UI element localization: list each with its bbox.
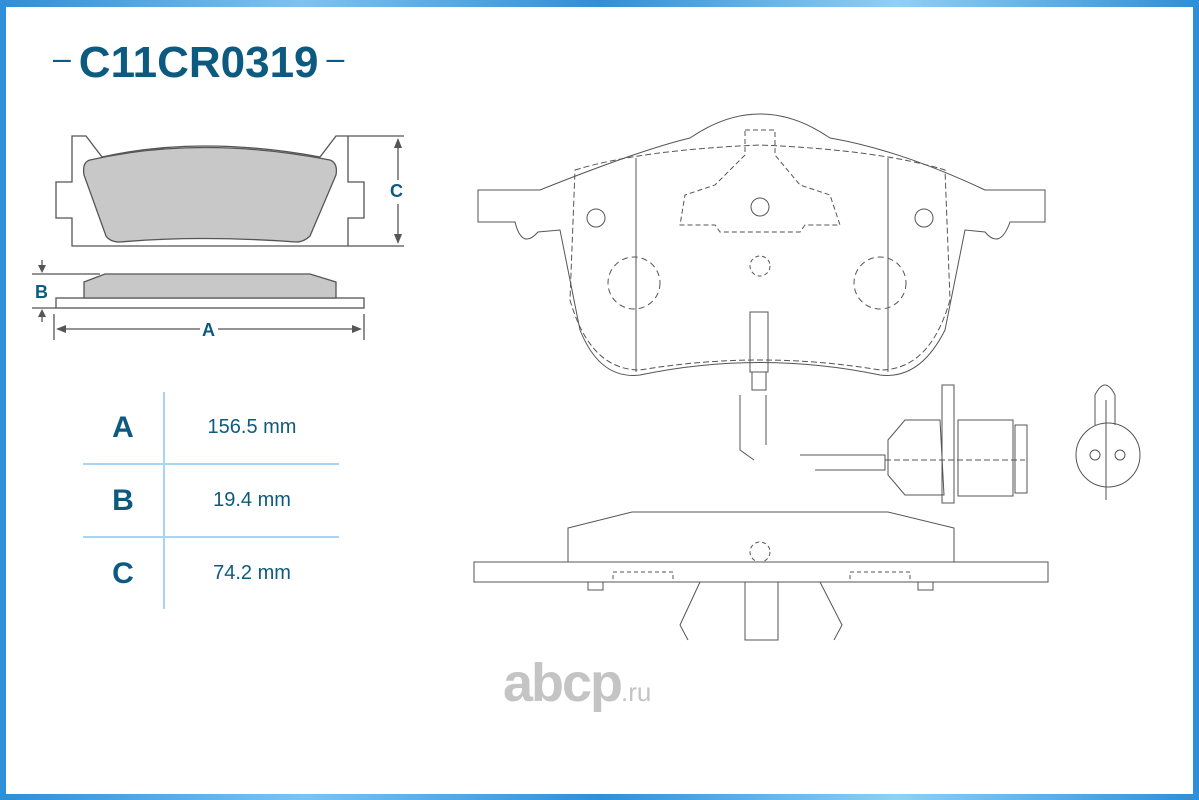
watermark-suffix: .ru (621, 677, 652, 707)
brake-pad-drawing (473, 113, 1141, 641)
dimension-value: 156.5 mm (207, 416, 297, 438)
dimension-label-b: B (35, 282, 48, 302)
backplate-outline (55, 135, 365, 247)
dimension-key: A (83, 392, 165, 463)
friction-pad (82, 146, 338, 243)
part-number-title: –C11CR0319– (53, 38, 345, 87)
table-row: C 74.2 mm (83, 538, 339, 609)
watermark-main: abcp (503, 653, 623, 713)
table-row: B 19.4 mm (83, 465, 339, 538)
dimensions-table: A 156.5 mm B 19.4 mm C 74.2 mm (83, 392, 339, 609)
dimension-label-c: C (390, 181, 403, 201)
dimension-value: 74.2 mm (213, 562, 291, 584)
dimension-value: 19.4 mm (213, 489, 291, 511)
side-backplate (55, 297, 365, 309)
dimension-label-a: A (202, 320, 215, 340)
table-row: A 156.5 mm (83, 392, 339, 465)
side-pad (83, 273, 337, 299)
title-text: C11CR0319 (78, 38, 319, 87)
dimension-key: C (83, 538, 165, 609)
dimension-key: B (83, 465, 165, 536)
watermark-logo: abcp.ru (503, 652, 651, 714)
